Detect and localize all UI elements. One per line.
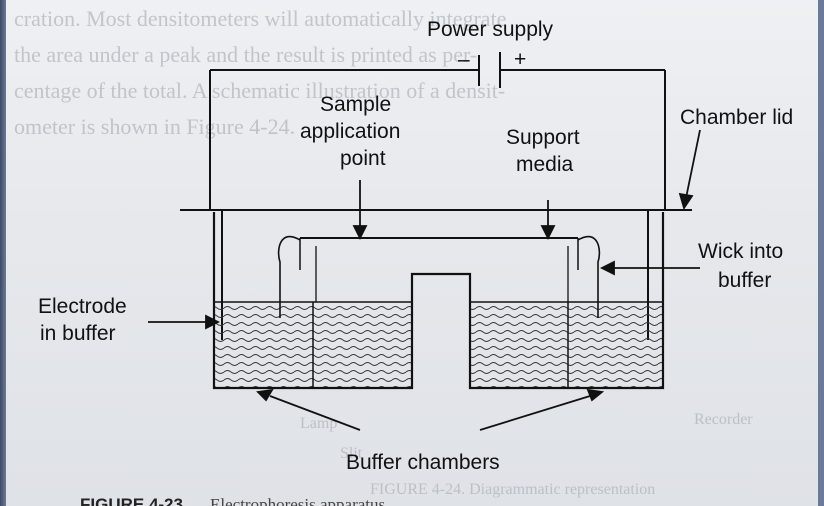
- power-supply-label: Power supply: [427, 18, 554, 41]
- chamber-lid-label: Chamber lid: [680, 106, 793, 129]
- sample-label-line-1: Sample: [320, 93, 391, 116]
- buffer-chambers-label: Buffer chambers: [346, 451, 500, 474]
- background-text-line-2: the area under a peak and the result is …: [14, 42, 477, 67]
- background-text-line-1: cration. Most densitometers will automat…: [14, 6, 506, 31]
- right-chamber-arrow-head: [586, 388, 605, 402]
- background-text-line-4: ometer is shown in Figure 4-24.: [14, 114, 295, 139]
- plus-sign: +: [514, 48, 526, 71]
- sample-label-line-3: point: [340, 147, 386, 170]
- background-slit-label: Slit: [340, 445, 363, 462]
- lid-arrow-head: [678, 192, 694, 211]
- right-side-band: [818, 0, 824, 506]
- support-arrow-head: [540, 225, 556, 241]
- label-arrows: [148, 129, 701, 431]
- electrode-label-line-2: in buffer: [40, 322, 116, 345]
- figure-caption-text: Electrophoresis apparatus: [210, 495, 385, 506]
- wick-label-line-2: buffer: [718, 269, 771, 292]
- background-figure-ref: FIGURE 4-24. Diagrammatic representation: [370, 481, 655, 498]
- background-text-line-3: centage of the total. A schematic illust…: [14, 78, 505, 103]
- electrode-label-line-1: Electrode: [38, 295, 127, 318]
- buffer-tank-outline: [212, 212, 665, 390]
- right-buffer-fluid: [470, 302, 663, 388]
- left-side-band: [0, 0, 6, 506]
- electrode-arrow-head: [205, 314, 221, 330]
- background-recorder-label: Recorder: [694, 411, 753, 428]
- wick-label-line-1: Wick into: [698, 240, 783, 263]
- lid-arrow-shaft: [685, 129, 701, 199]
- figure-caption-label: FIGURE 4-23.: [80, 495, 188, 506]
- sample-label-line-2: application: [300, 120, 400, 143]
- background-text: cration. Most densitometers will automat…: [14, 6, 753, 498]
- left-wick: [277, 235, 301, 318]
- wick-arrow-head: [599, 260, 615, 276]
- power-supply: [209, 52, 666, 210]
- support-label-line-2: media: [516, 153, 574, 176]
- left-chamber-arrow-shaft: [269, 395, 361, 431]
- right-chamber-arrow-shaft: [479, 395, 591, 431]
- minus-sign: –: [458, 48, 470, 71]
- support-label-line-1: Support: [506, 126, 580, 149]
- left-chamber-arrow-head: [256, 388, 274, 402]
- background-lamp-label: Lamp: [300, 415, 337, 432]
- sample-arrow-head: [352, 225, 368, 241]
- right-wick: [577, 235, 601, 318]
